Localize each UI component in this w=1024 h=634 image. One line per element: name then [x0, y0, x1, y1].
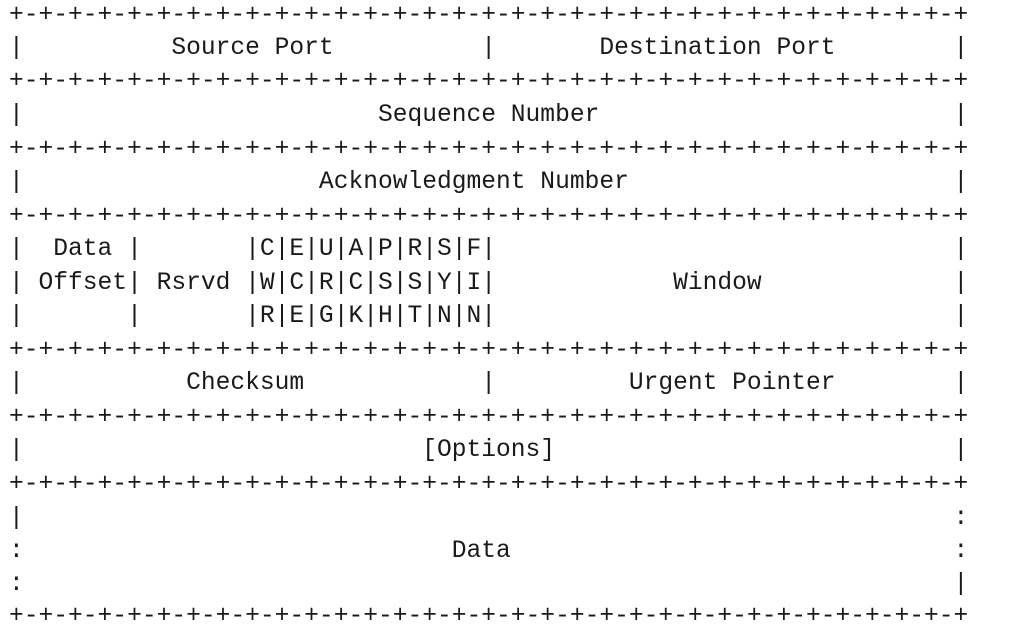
row-acknowledgment-number: | Acknowledgment Number | — [9, 169, 969, 196]
row-data-1: | : — [9, 505, 969, 532]
row-flags-2: | Offset| Rsrvd |W|C|R|C|S|S|Y|I| Window… — [9, 270, 969, 297]
row-flags-1: | Data | |C|E|U|A|P|R|S|F| | — [9, 236, 969, 263]
row-checksum-urgent-pointer: | Checksum | Urgent Pointer | — [9, 370, 969, 397]
border-line: +-+-+-+-+-+-+-+-+-+-+-+-+-+-+-+-+-+-+-+-… — [9, 404, 969, 431]
border-top: +-+-+-+-+-+-+-+-+-+-+-+-+-+-+-+-+-+-+-+-… — [9, 2, 969, 29]
border-line: +-+-+-+-+-+-+-+-+-+-+-+-+-+-+-+-+-+-+-+-… — [9, 471, 969, 498]
border-line: +-+-+-+-+-+-+-+-+-+-+-+-+-+-+-+-+-+-+-+-… — [9, 337, 969, 364]
row-sequence-number: | Sequence Number | — [9, 102, 969, 129]
border-line: +-+-+-+-+-+-+-+-+-+-+-+-+-+-+-+-+-+-+-+-… — [9, 203, 969, 230]
border-line: +-+-+-+-+-+-+-+-+-+-+-+-+-+-+-+-+-+-+-+-… — [9, 136, 969, 163]
row-options: | [Options] | — [9, 437, 969, 464]
border-line: +-+-+-+-+-+-+-+-+-+-+-+-+-+-+-+-+-+-+-+-… — [9, 68, 969, 95]
row-flags-3: | | |R|E|G|K|H|T|N|N| | — [9, 303, 969, 330]
row-source-destination-port: | Source Port | Destination Port | — [9, 35, 969, 62]
row-data-2: : Data : — [9, 538, 969, 565]
row-data-3: : | — [9, 571, 969, 598]
border-bottom: +-+-+-+-+-+-+-+-+-+-+-+-+-+-+-+-+-+-+-+-… — [9, 603, 969, 630]
